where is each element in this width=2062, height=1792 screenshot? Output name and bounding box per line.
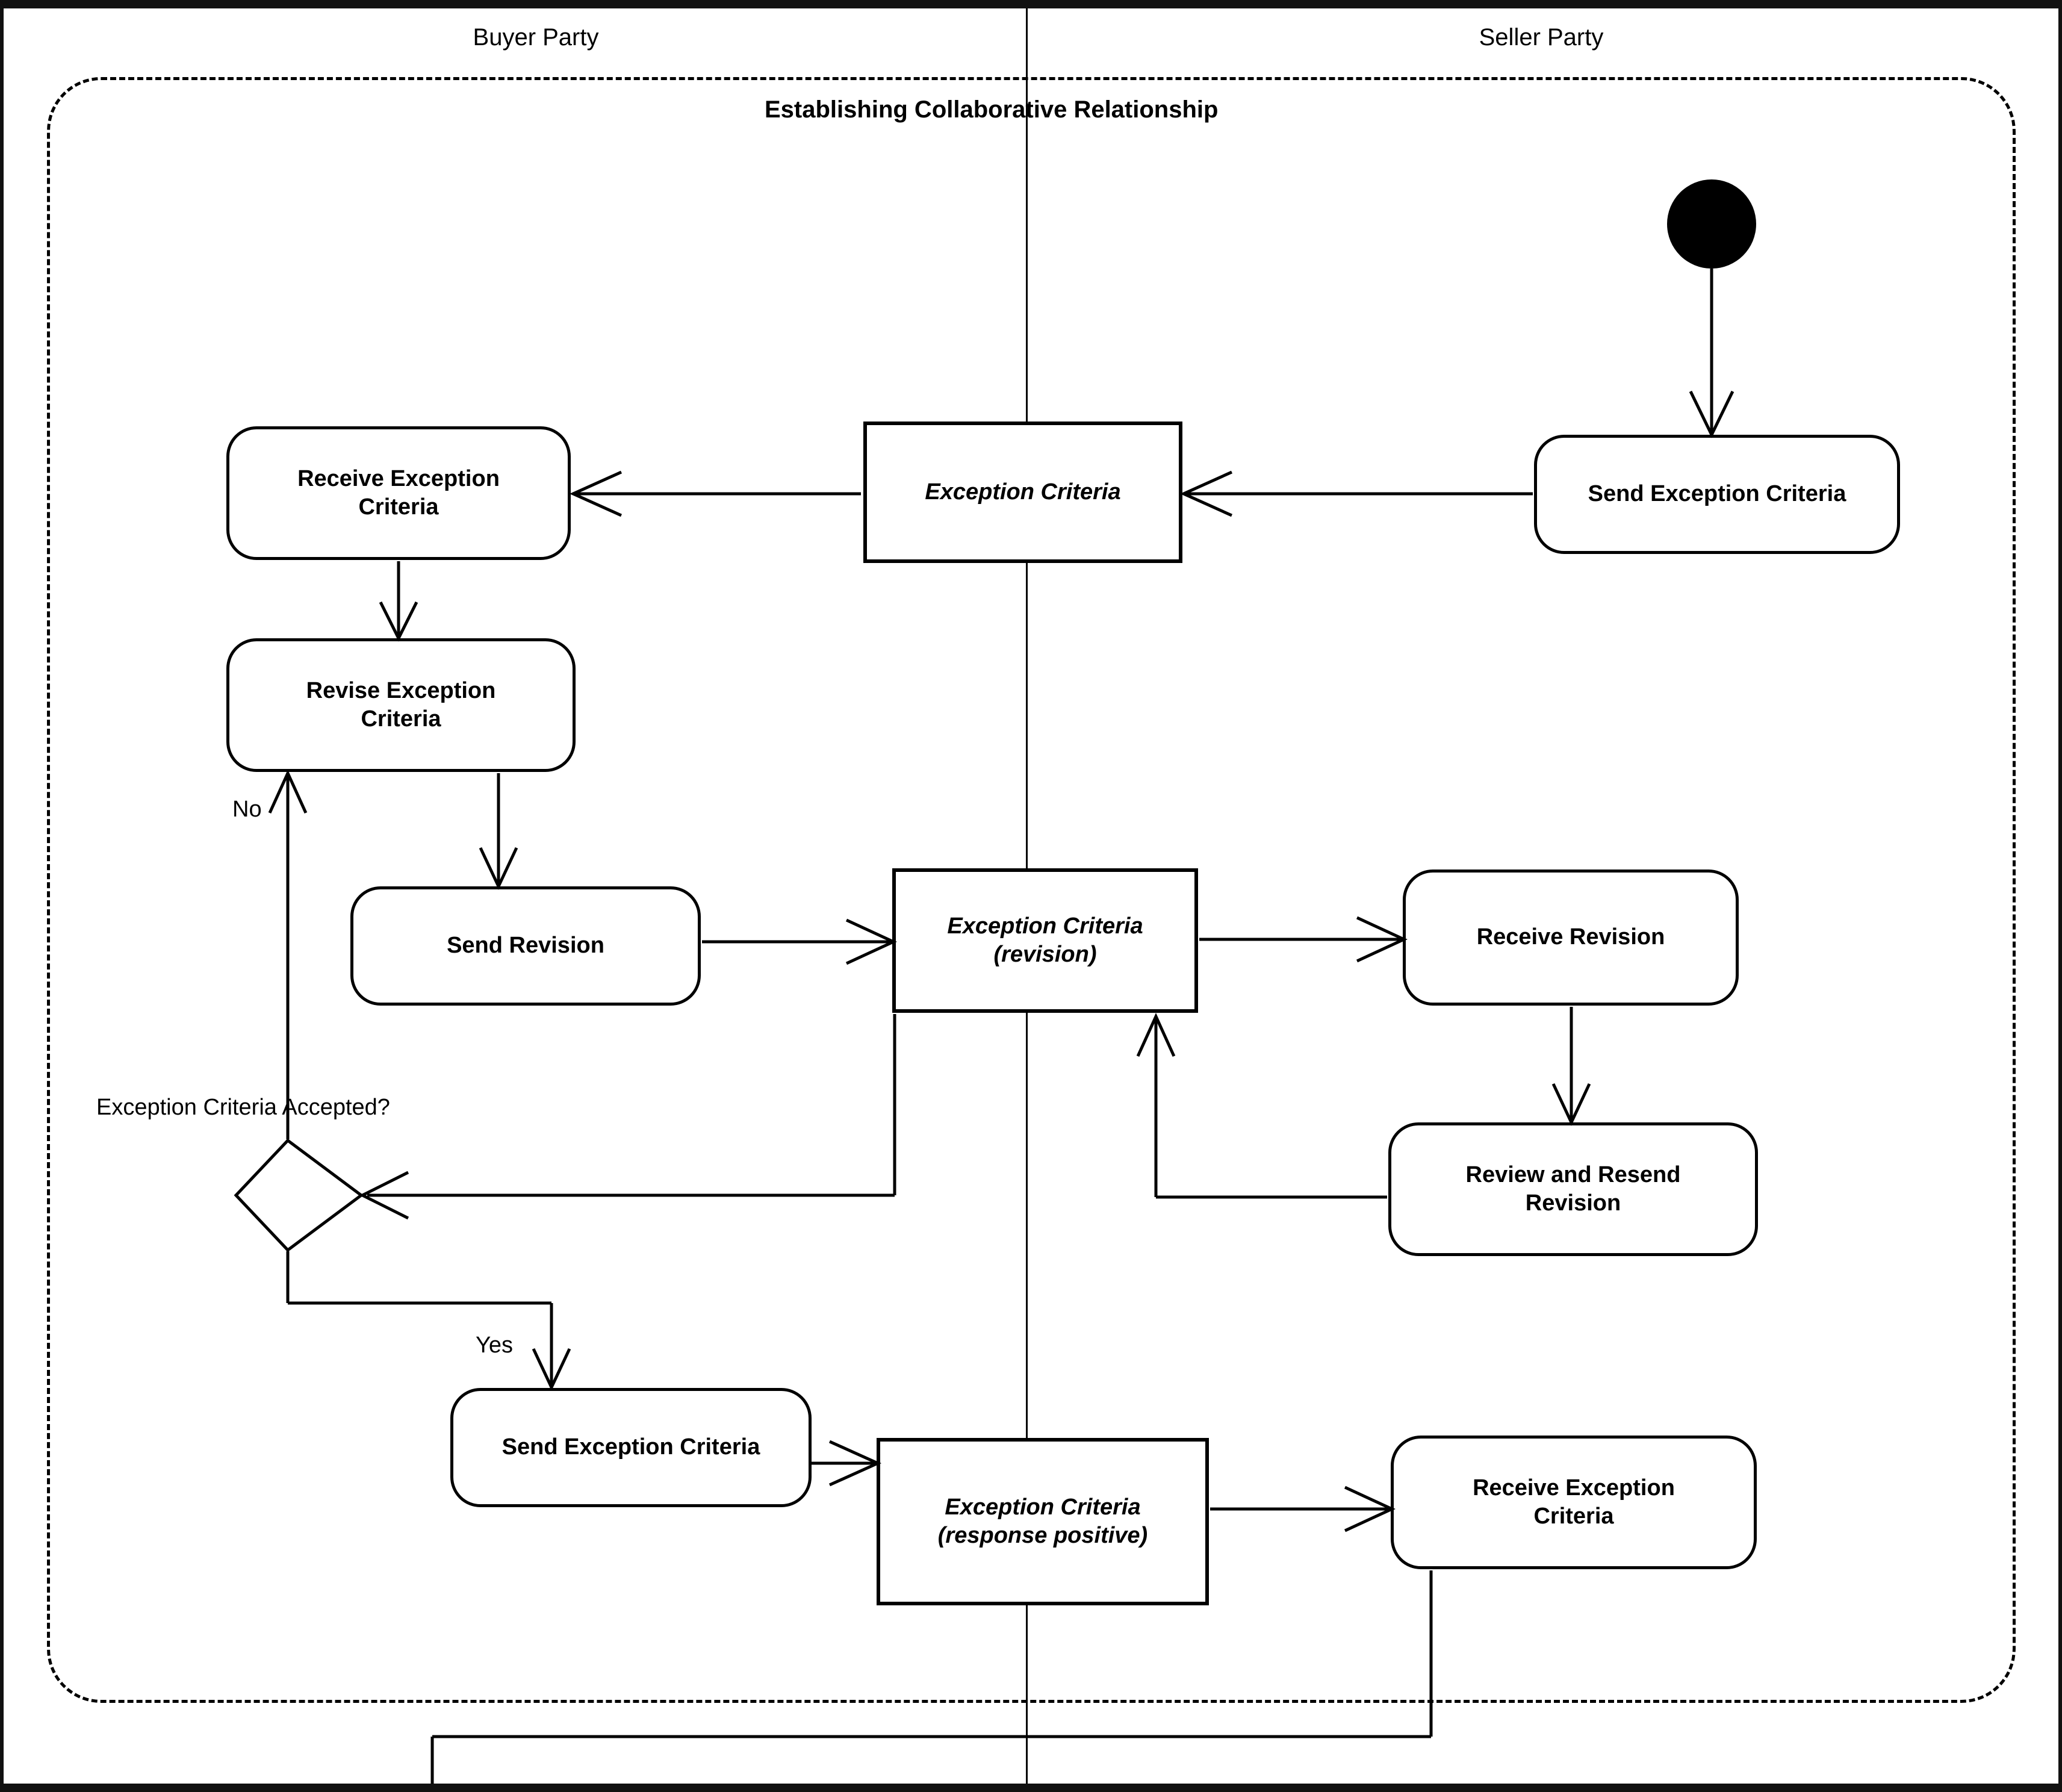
action-send-exception-criteria-bottom[interactable]: Send Exception Criteria <box>450 1388 812 1507</box>
action-label-line1: Receive Exception <box>1473 1475 1675 1501</box>
action-label: Receive Revision <box>1476 924 1665 950</box>
object-node-exception-criteria-response[interactable]: Exception Criteria (response positive) <box>877 1438 1209 1605</box>
action-label: Send Exception Criteria <box>502 1434 760 1460</box>
action-receive-exception-criteria-top[interactable]: Receive Exception Criteria <box>226 426 571 560</box>
decision-question-label: Exception Criteria Accepted? <box>96 1095 390 1120</box>
page-frame-bottom-bar <box>0 1784 2062 1792</box>
action-label-line2: Criteria <box>1533 1504 1614 1529</box>
edge-label-yes: Yes <box>476 1333 513 1358</box>
action-receive-exception-criteria-bottom[interactable]: Receive Exception Criteria <box>1391 1436 1757 1569</box>
activity-frame-title: Establishing Collaborative Relationship <box>765 96 1219 123</box>
action-label: Send Revision <box>447 933 604 959</box>
action-label-line1: Receive Exception <box>297 465 500 491</box>
action-review-and-resend-revision[interactable]: Review and Resend Revision <box>1388 1122 1758 1256</box>
object-node-label-line1: Exception Criteria <box>947 913 1143 939</box>
action-label-line2: Criteria <box>358 494 439 520</box>
page-frame-top-bar <box>0 0 2062 8</box>
object-node-label: Exception Criteria <box>925 479 1121 505</box>
action-label-line2: Criteria <box>361 706 441 732</box>
activity-partition-frame <box>47 77 2016 1703</box>
object-node-label-line2: (revision) <box>993 942 1097 967</box>
object-node-label-line2: (response positive) <box>937 1523 1148 1548</box>
edge-label-no: No <box>232 797 262 822</box>
action-label-line1: Revise Exception <box>306 677 496 703</box>
lane-label-buyer: Buyer Party <box>473 24 599 51</box>
initial-node <box>1667 179 1756 269</box>
action-revise-exception-criteria[interactable]: Revise Exception Criteria <box>226 638 576 772</box>
action-label: Send Exception Criteria <box>1588 481 1846 507</box>
object-node-exception-criteria-revision[interactable]: Exception Criteria (revision) <box>892 868 1198 1013</box>
object-node-exception-criteria[interactable]: Exception Criteria <box>863 422 1182 563</box>
object-node-label-line1: Exception Criteria <box>945 1494 1141 1520</box>
action-label-line2: Revision <box>1525 1190 1621 1216</box>
page-frame-left-rule <box>0 0 4 1792</box>
lane-label-seller: Seller Party <box>1479 24 1604 51</box>
action-send-exception-criteria-top[interactable]: Send Exception Criteria <box>1534 435 1900 554</box>
action-receive-revision[interactable]: Receive Revision <box>1403 870 1739 1006</box>
action-send-revision[interactable]: Send Revision <box>350 886 701 1006</box>
action-label-line1: Review and Resend <box>1465 1162 1681 1187</box>
page-frame-right-rule <box>2058 0 2062 1792</box>
